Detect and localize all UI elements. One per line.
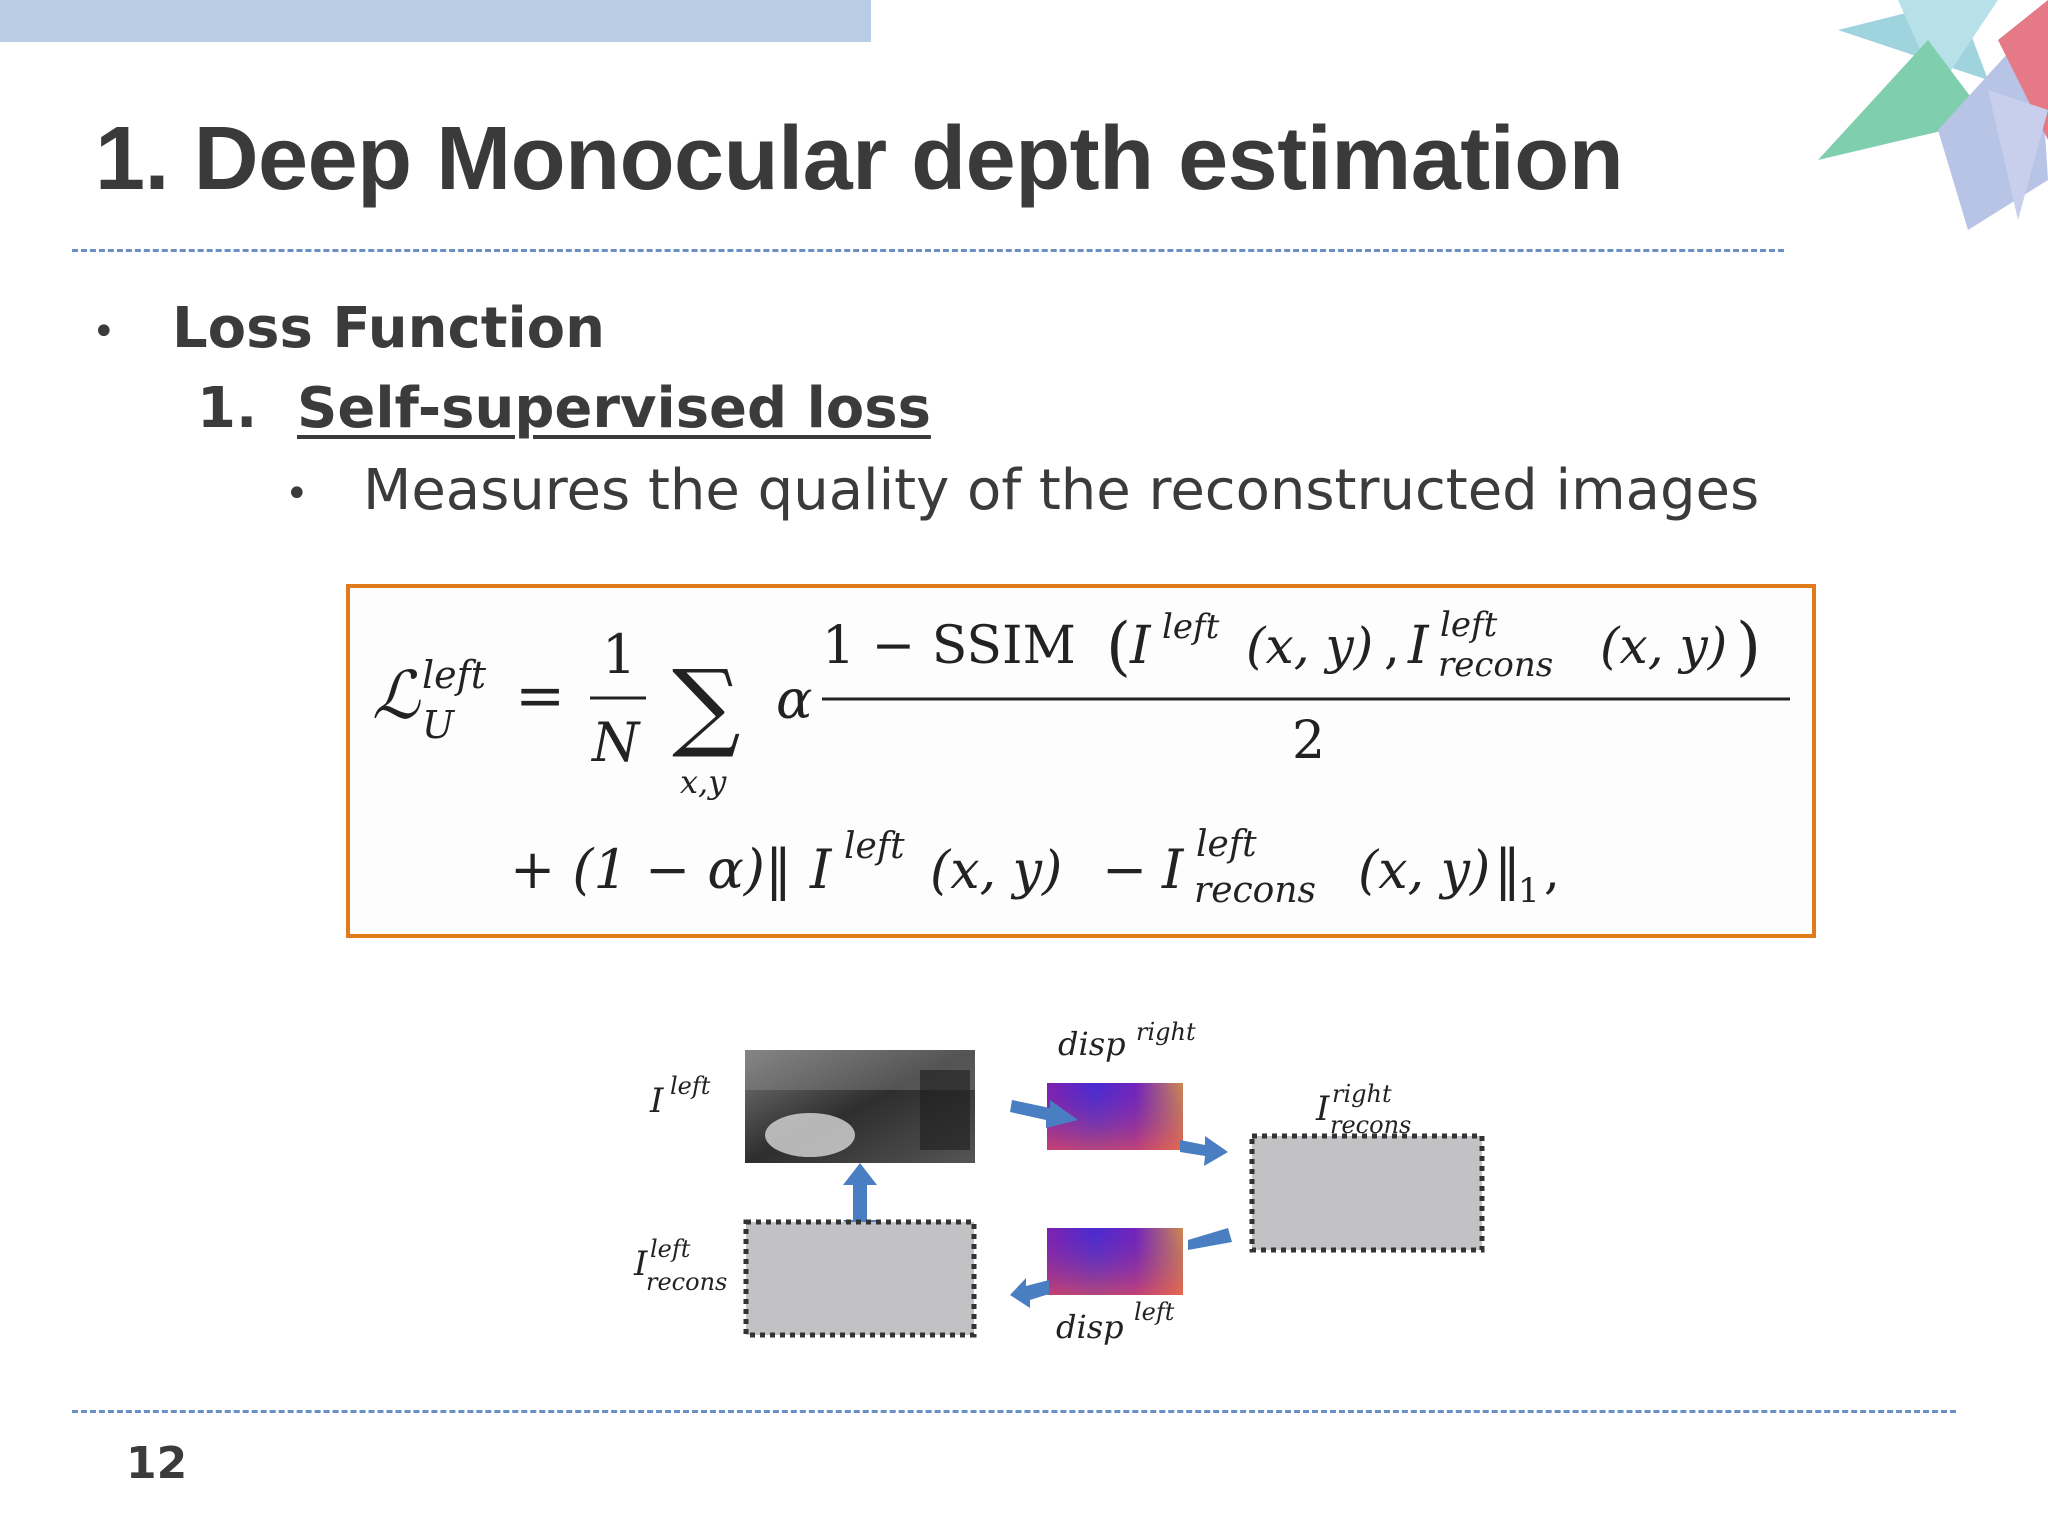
title-divider bbox=[72, 249, 1784, 252]
arrow-icon bbox=[1180, 1136, 1228, 1166]
label-I-left: I bbox=[649, 1081, 664, 1121]
eq-xy2: (x, y) bbox=[1600, 617, 1727, 675]
eq-paren-close: ) bbox=[1736, 610, 1761, 684]
eq-line2-prefix: + (1 − α)‖ bbox=[510, 838, 792, 901]
label-I-left-recons: I bbox=[633, 1244, 648, 1284]
eq-trailing-comma: , bbox=[1544, 842, 1560, 900]
label-I-right-recons: I bbox=[1315, 1089, 1330, 1129]
slide-title: 1. Deep Monocular depth estimation bbox=[95, 109, 1624, 209]
label-I-right-recons-sup: right bbox=[1332, 1080, 1392, 1108]
item-number: 1. bbox=[197, 376, 258, 441]
label-disp-right: disp bbox=[1058, 1025, 1126, 1063]
numbered-item-self-supervised: 1. Self-supervised loss bbox=[197, 376, 931, 441]
arrow-icon bbox=[1010, 1278, 1049, 1308]
eq-ssim: 1 − SSIM bbox=[822, 616, 1076, 676]
sub-bullet-measures: • Measures the quality of the reconstruct… bbox=[285, 458, 1759, 523]
eq-xy1: (x, y) bbox=[1246, 617, 1373, 675]
reconstruction-diagram: I left I left recons disp right I right … bbox=[633, 1018, 1485, 1346]
eq-line2-suffix: ‖ bbox=[1494, 838, 1521, 901]
eq-xy3: (x, y) bbox=[930, 841, 1062, 901]
loss-equation: ℒ left U = 1 N ∑ x,y α 1 − SSIM ( I left… bbox=[372, 605, 1790, 911]
bullet-marker: • bbox=[92, 308, 116, 355]
item-text: Self-supervised loss bbox=[297, 376, 931, 441]
label-disp-left: disp bbox=[1056, 1308, 1124, 1346]
arrow-icon bbox=[1010, 1100, 1078, 1128]
eq-I2-sup: left bbox=[1440, 605, 1498, 645]
eq-lhs-sub: U bbox=[422, 703, 456, 747]
eq-I1: I bbox=[1129, 616, 1152, 676]
eq-sum: ∑ bbox=[672, 649, 741, 761]
label-I-left-recons-sup: left bbox=[650, 1235, 691, 1263]
eq-frac-den: N bbox=[590, 711, 641, 774]
page-number: 12 bbox=[126, 1438, 188, 1489]
right-recons-placeholder bbox=[1249, 1133, 1485, 1253]
eq-lhs-sup: left bbox=[422, 653, 487, 697]
eq-norm-sub: 1 bbox=[1518, 871, 1540, 911]
top-accent-bar bbox=[0, 0, 871, 42]
bullet-text: Loss Function bbox=[172, 296, 606, 361]
eq-I4: I bbox=[1161, 838, 1185, 901]
eq-two: 2 bbox=[1292, 711, 1325, 771]
eq-I3: I bbox=[809, 838, 833, 901]
eq-I3-sup: left bbox=[844, 826, 905, 867]
bullet-marker: • bbox=[285, 470, 309, 517]
loss-equation-box: ℒ left U = 1 N ∑ x,y α 1 − SSIM ( I left… bbox=[346, 584, 1816, 938]
eq-I2-sub: recons bbox=[1438, 645, 1553, 685]
label-disp-left-sup: left bbox=[1134, 1298, 1175, 1326]
label-I-left-recons-sub: recons bbox=[646, 1268, 727, 1296]
eq-I4-sup: left bbox=[1196, 824, 1257, 865]
eq-I2: I bbox=[1407, 616, 1430, 676]
eq-equals: = bbox=[515, 661, 565, 731]
eq-I1-sup: left bbox=[1162, 607, 1220, 647]
eq-frac-num: 1 bbox=[602, 623, 636, 686]
eq-paren-open: ( bbox=[1106, 610, 1131, 684]
logo-shapes-icon bbox=[1818, 0, 2048, 230]
eq-I4-sub: recons bbox=[1194, 870, 1316, 911]
label-disp-right-sup: right bbox=[1136, 1018, 1196, 1046]
arrow-icon bbox=[1188, 1228, 1232, 1250]
bullet-loss-function: • Loss Function bbox=[92, 296, 605, 361]
eq-sum-sub: x,y bbox=[680, 763, 727, 801]
label-I-left-sup: left bbox=[670, 1072, 711, 1100]
eq-minus: − bbox=[1102, 838, 1147, 901]
footer-divider bbox=[72, 1410, 1956, 1413]
left-recons-placeholder bbox=[743, 1219, 977, 1338]
eq-xy4: (x, y) bbox=[1358, 841, 1490, 901]
bullet-text: Measures the quality of the reconstructe… bbox=[363, 458, 1760, 523]
eq-lhs-symbol: ℒ bbox=[372, 657, 421, 734]
eq-comma1: , bbox=[1384, 617, 1400, 675]
eq-alpha: α bbox=[776, 668, 812, 731]
